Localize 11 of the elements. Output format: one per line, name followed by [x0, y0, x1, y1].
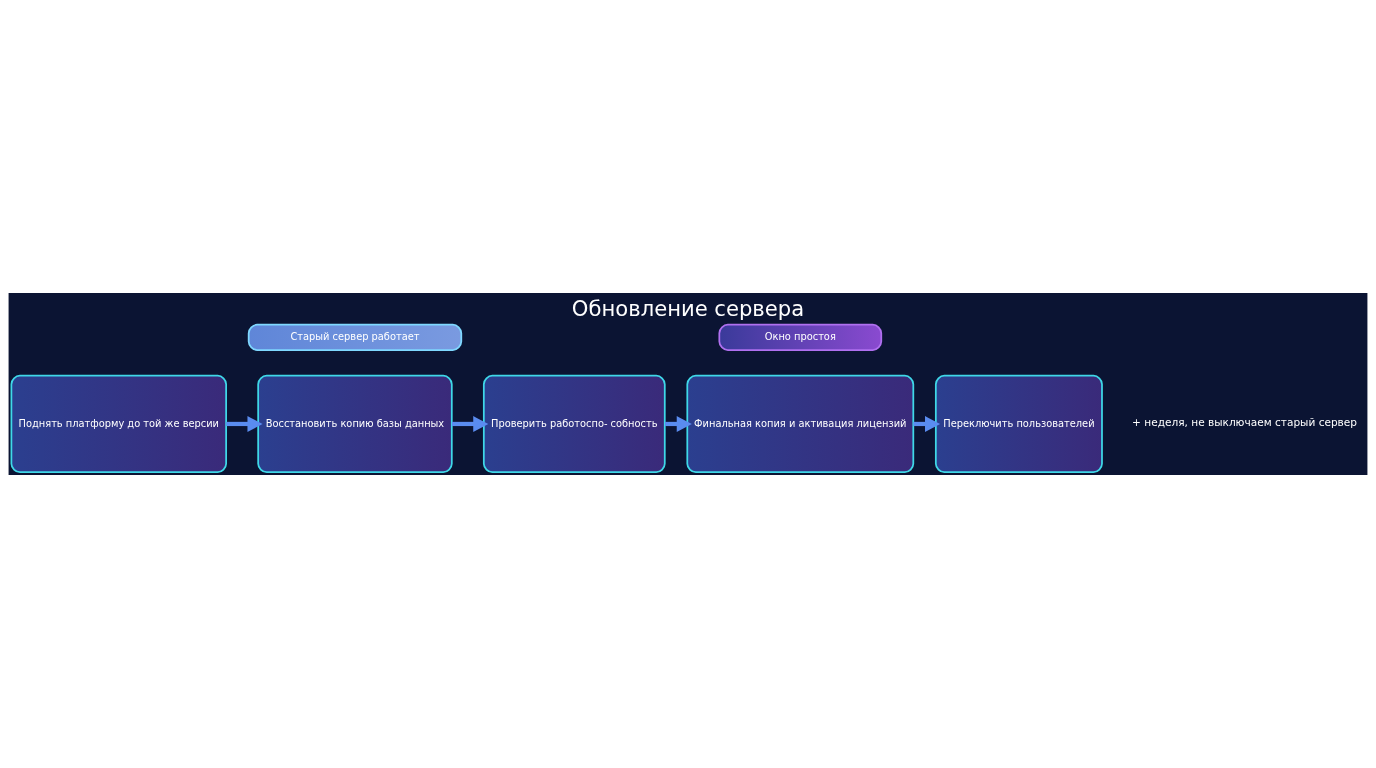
node-box: Финальная копия и активация лицензий	[686, 374, 915, 474]
node-box: Старый сервер работает	[247, 323, 463, 351]
node-box: Поднять платформу до той же версии	[10, 374, 227, 474]
node-box: Переключить пользователей	[934, 374, 1103, 474]
diagram-title: Обновление сервера	[571, 295, 805, 321]
label: + неделя, не выключаем старый сервер	[1132, 416, 1358, 429]
arrow	[226, 416, 263, 432]
arrow	[451, 416, 489, 432]
node-box: Проверить работоспо- собность	[482, 374, 666, 474]
node-box: Окно простоя	[718, 323, 883, 351]
node-box: Восстановить копию базы данных	[257, 374, 453, 474]
